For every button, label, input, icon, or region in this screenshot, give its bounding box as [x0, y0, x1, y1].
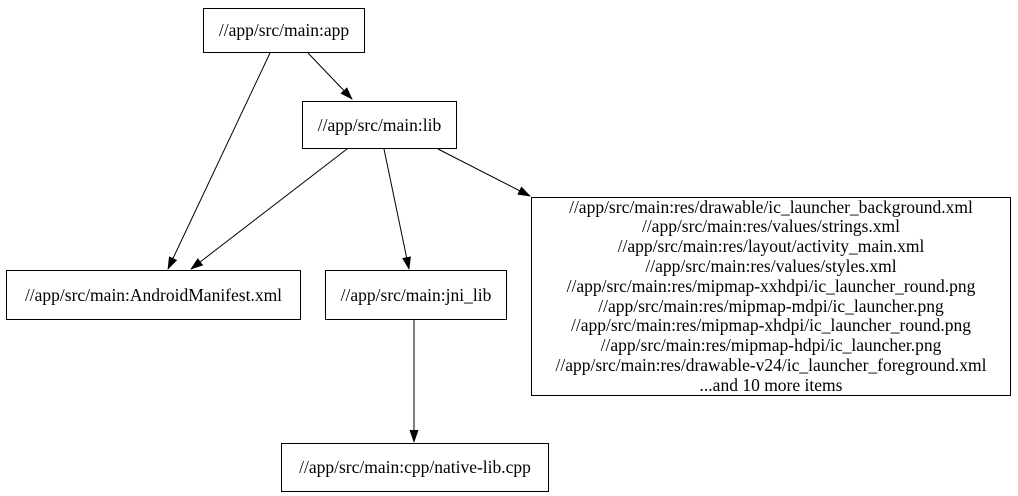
node-lib: //app/src/main:lib	[302, 101, 457, 149]
res-item-label: //app/src/main:res/mipmap-xhdpi/ic_launc…	[571, 315, 971, 336]
edge-lib-to-manifest	[190, 148, 348, 270]
res-item-label: //app/src/main:res/drawable/ic_launcher_…	[569, 196, 973, 217]
edge-lib-to-jni-lib	[383, 148, 411, 270]
res-item-label: //app/src/main:res/values/strings.xml	[641, 216, 901, 237]
edge-lib-to-res-group	[437, 148, 531, 197]
res-item-label: //app/src/main:res/drawable-v24/ic_launc…	[555, 354, 987, 375]
node-app-label: //app/src/main:app	[218, 20, 350, 40]
edge-app-to-lib	[307, 52, 353, 100]
node-jni-lib: //app/src/main:jni_lib	[325, 270, 507, 320]
node-native-lib-cpp-label: //app/src/main:cpp/native-lib.cpp	[299, 457, 531, 477]
edge-app-to-manifest	[167, 52, 271, 270]
node-app: //app/src/main:app	[203, 8, 365, 53]
res-item-label: //app/src/main:res/layout/activity_main.…	[617, 236, 925, 257]
node-android-manifest: //app/src/main:AndroidManifest.xml	[6, 270, 301, 320]
res-more-items-label: ...and 10 more items	[699, 374, 843, 395]
node-lib-label: //app/src/main:lib	[317, 114, 442, 135]
res-item-label: //app/src/main:res/mipmap-hdpi/ic_launch…	[600, 335, 942, 356]
node-native-lib-cpp: //app/src/main:cpp/native-lib.cpp	[281, 443, 549, 492]
node-jni-lib-label: //app/src/main:jni_lib	[340, 284, 492, 305]
node-res-group: //app/src/main:res/drawable/ic_launcher_…	[531, 197, 1011, 396]
node-android-manifest-label: //app/src/main:AndroidManifest.xml	[24, 284, 283, 305]
res-item-label: //app/src/main:res/mipmap-xxhdpi/ic_laun…	[566, 275, 976, 296]
res-item-label: //app/src/main:res/values/styles.xml	[645, 255, 897, 276]
res-item-label: //app/src/main:res/mipmap-mdpi/ic_launch…	[598, 295, 944, 316]
